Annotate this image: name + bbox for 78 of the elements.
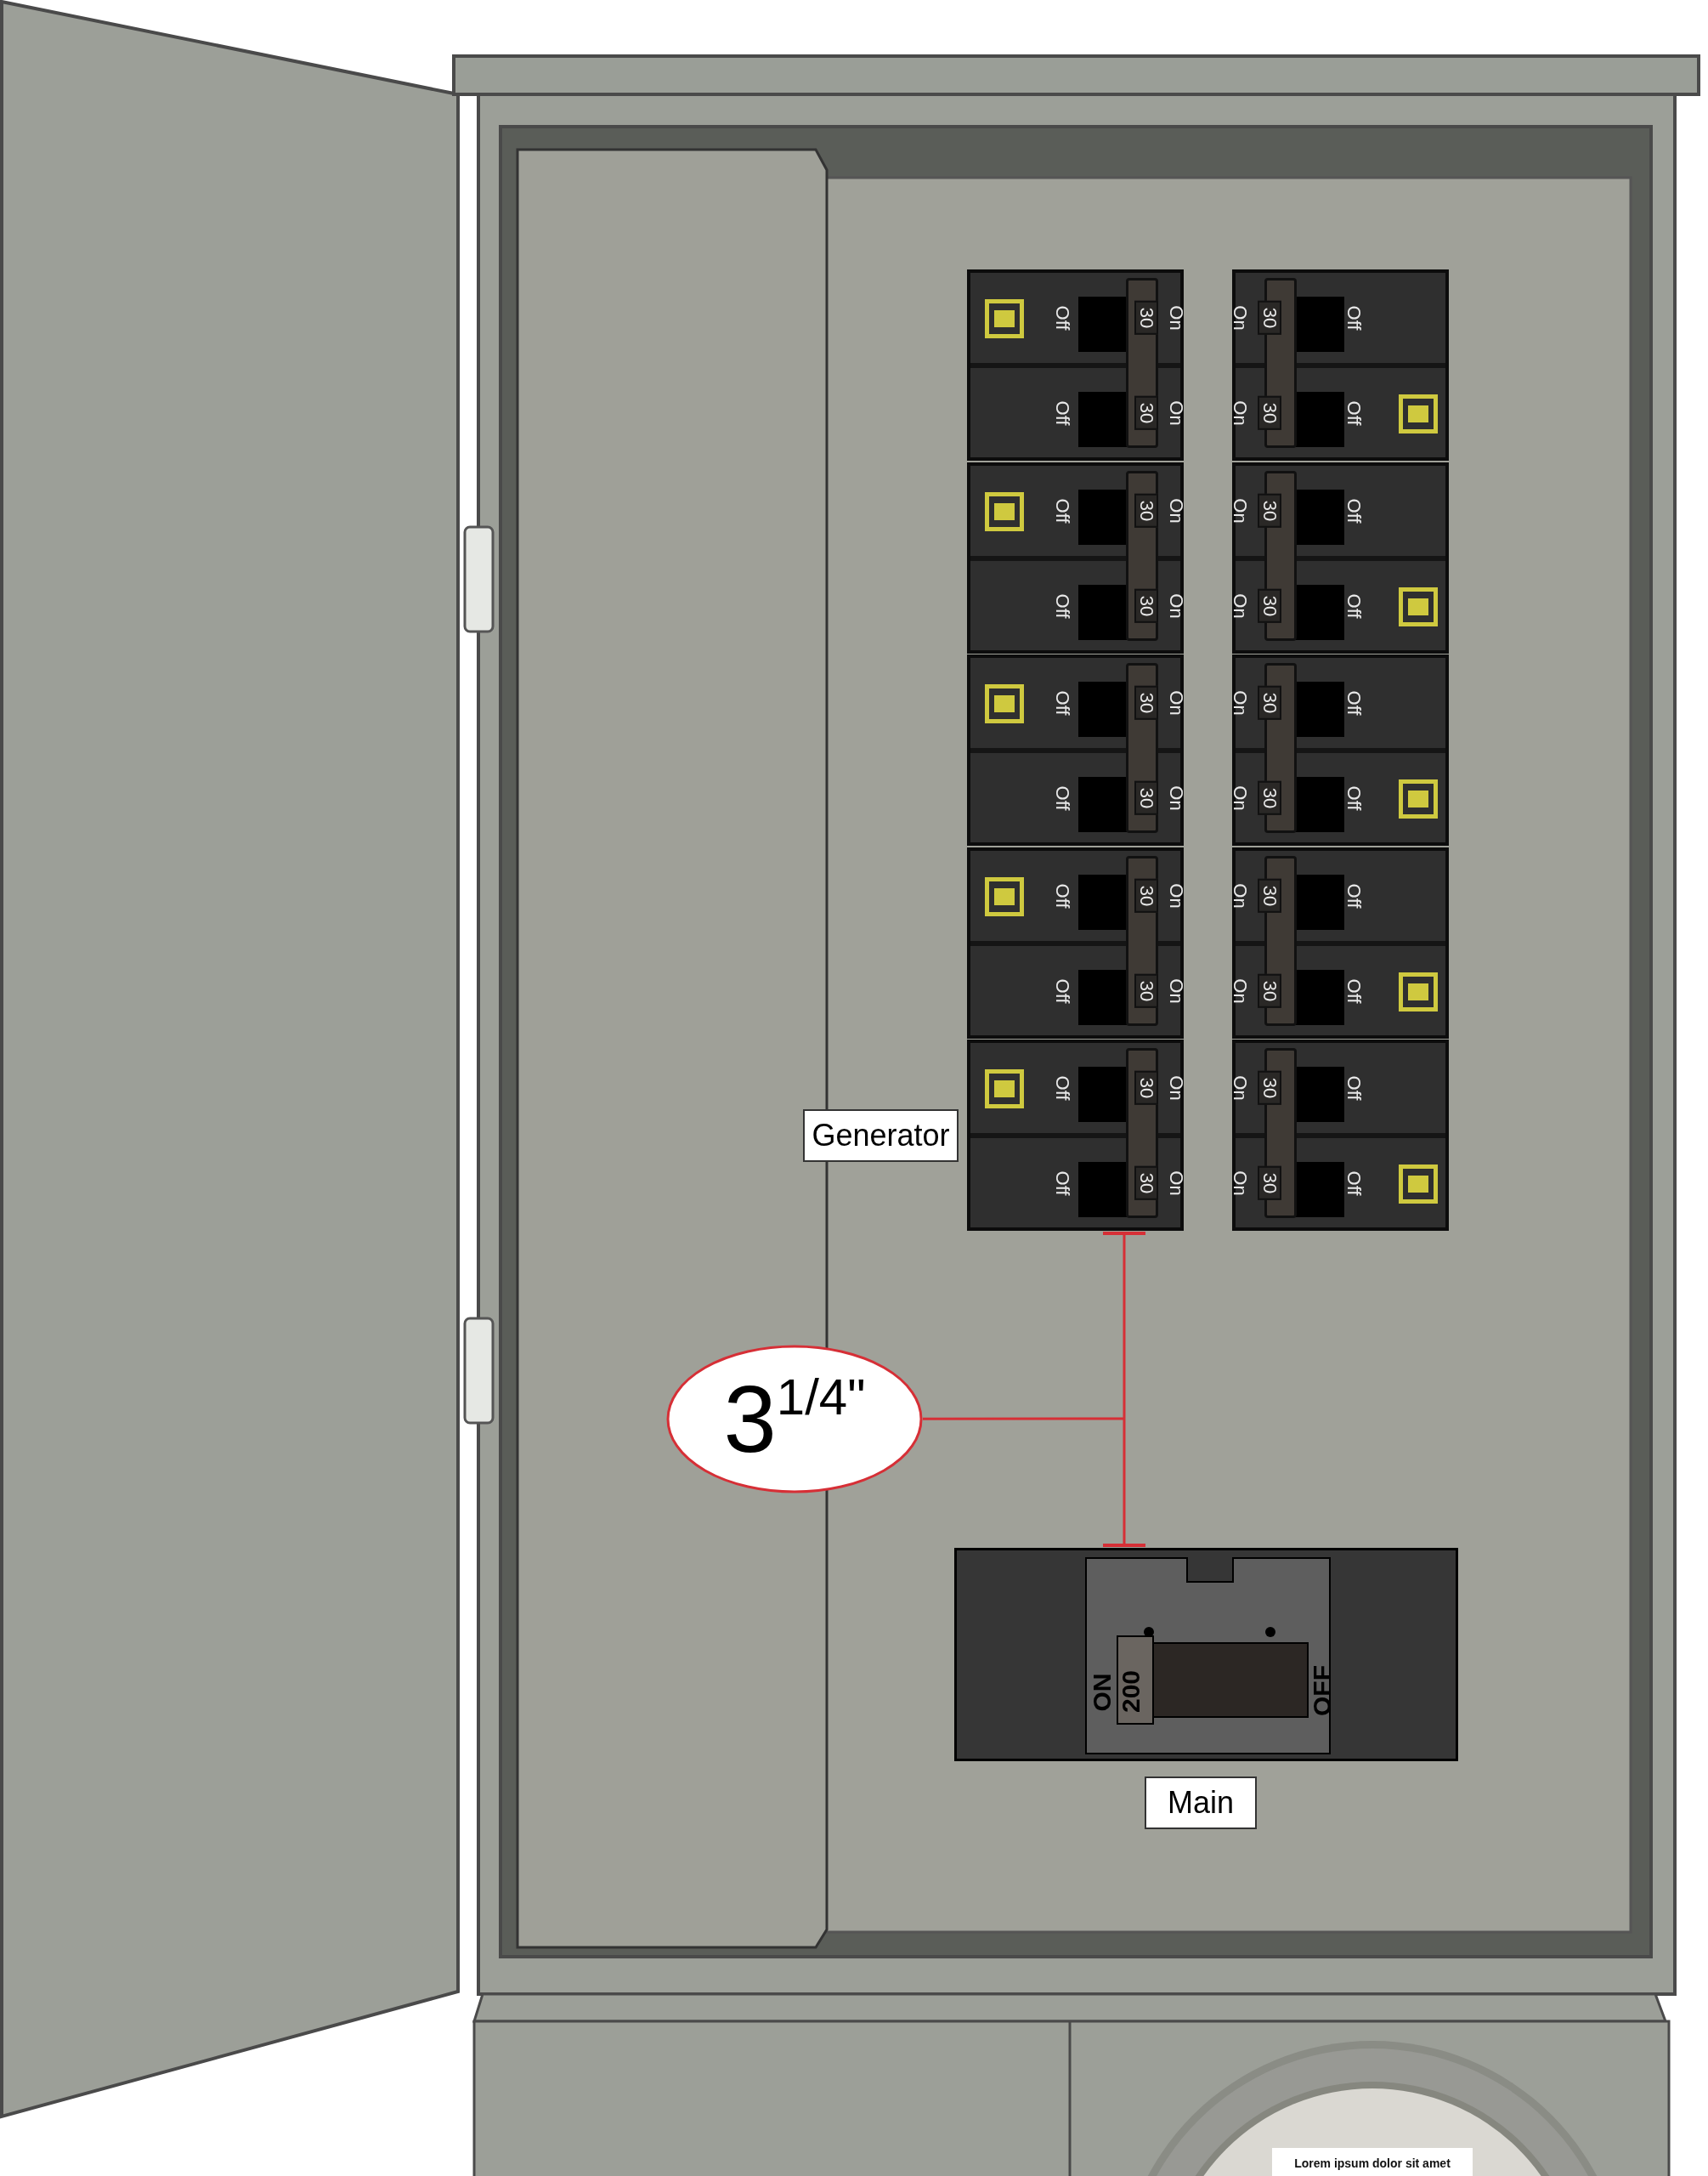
switch-position-text: On <box>1230 400 1249 426</box>
switch-position-text: On <box>1230 1075 1249 1101</box>
dimension-text: 3$^{1/4"}$ <box>723 1371 866 1467</box>
switch-position-text: Off <box>1053 883 1072 909</box>
switch-position-text: On <box>1167 305 1185 331</box>
switch-position-text: Off <box>1053 1075 1072 1101</box>
leader-line <box>923 1417 1124 1420</box>
rating-label: 30 <box>1134 395 1158 431</box>
circuit-breaker <box>967 847 1184 1039</box>
switch-position-text: 200 <box>1118 1669 1144 1714</box>
switch-position-text: On <box>1167 883 1185 909</box>
name-tag: Generator <box>803 1109 959 1162</box>
switch-position-text: Off <box>1344 978 1363 1004</box>
switch-position-text: Off <box>1344 400 1363 426</box>
switch-position-text: Off <box>1344 690 1363 716</box>
rating-label: 30 <box>1258 588 1281 624</box>
switch-position-text: On <box>1167 785 1185 811</box>
switch-position-text: On <box>1230 978 1249 1004</box>
switch-position-text: On <box>1230 305 1249 331</box>
circuit-breaker <box>967 1040 1184 1231</box>
rating-label: 30 <box>1134 493 1158 529</box>
switch-position-text: Off <box>1344 883 1363 909</box>
rating-label: 30 <box>1258 780 1281 816</box>
switch-position-text: ON <box>1089 1673 1115 1712</box>
circuit-breaker <box>967 269 1184 461</box>
switch-position-text: On <box>1230 785 1249 811</box>
switch-position-text: Off <box>1344 305 1363 331</box>
rating-label: 30 <box>1258 973 1281 1009</box>
rating-label: 30 <box>1258 1070 1281 1106</box>
switch-position-text: Off <box>1053 785 1072 811</box>
circuit-breaker <box>967 462 1184 654</box>
switch-position-text: Off <box>1053 400 1072 426</box>
rating-label: 30 <box>1258 493 1281 529</box>
rating-label: 30 <box>1258 878 1281 914</box>
switch-position-text: On <box>1167 400 1185 426</box>
rating-label: 30 <box>1258 395 1281 431</box>
switch-position-text: On <box>1230 593 1249 619</box>
switch-position-text: Off <box>1053 593 1072 619</box>
rating-label: 30 <box>1134 780 1158 816</box>
switch-position-text: On <box>1167 593 1185 619</box>
rating-label: 30 <box>1134 588 1158 624</box>
rating-label: 30 <box>1134 878 1158 914</box>
name-tag: Main <box>1145 1776 1257 1829</box>
rating-label: 30 <box>1258 300 1281 336</box>
switch-position-text: On <box>1167 1170 1185 1196</box>
switch-position-text: Off <box>1344 593 1363 619</box>
rating-label: 30 <box>1134 300 1158 336</box>
circuit-breaker <box>967 654 1184 846</box>
circuit-breaker <box>1232 1040 1449 1231</box>
switch-position-text: Off <box>1344 1170 1363 1196</box>
rating-label: 30 <box>1258 685 1281 721</box>
switch-position-text: Off <box>1344 498 1363 524</box>
switch-position-text: On <box>1230 690 1249 716</box>
switch-position-text: On <box>1230 883 1249 909</box>
switch-position-text: On <box>1167 978 1185 1004</box>
switch-position-text: On <box>1230 1170 1249 1196</box>
meter-label: Lorem ipsum dolor sit amet <box>1272 2148 1473 2176</box>
rating-label: 30 <box>1134 973 1158 1009</box>
switch-position-text: On <box>1167 498 1185 524</box>
switch-position-text: Off <box>1053 690 1072 716</box>
switch-position-text: Off <box>1053 305 1072 331</box>
circuit-breaker <box>1232 462 1449 654</box>
switch-position-text: Off <box>1344 785 1363 811</box>
rating-label: 30 <box>1134 1165 1158 1201</box>
circuit-breaker <box>1232 654 1449 846</box>
rating-label: 30 <box>1258 1165 1281 1201</box>
rating-label: 30 <box>1134 1070 1158 1106</box>
switch-position-text: Off <box>1344 1075 1363 1101</box>
switch-position-text: Off <box>1053 978 1072 1004</box>
switch-position-text: On <box>1230 498 1249 524</box>
switch-position-text: On <box>1167 1075 1185 1101</box>
circuit-breaker <box>1232 269 1449 461</box>
rating-label: 30 <box>1134 685 1158 721</box>
circuit-breaker <box>1232 847 1449 1039</box>
main-breaker <box>954 1548 1458 1761</box>
switch-position-text: Off <box>1053 1170 1072 1196</box>
switch-position-text: Off <box>1053 498 1072 524</box>
switch-position-text: On <box>1167 690 1185 716</box>
